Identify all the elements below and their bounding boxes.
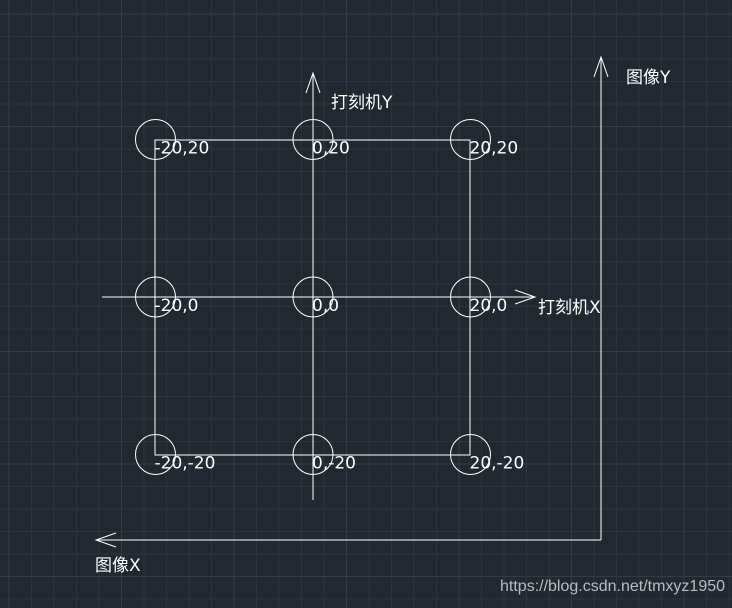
point-circle (135, 434, 176, 475)
point-circle (135, 276, 176, 318)
printer-y-axis (305, 71, 321, 500)
calibration-points: -20,20 0,20 20,20 -20,0 0,0 20,0 -20,-20 0,-20 2… (135, 119, 525, 475)
calibration-point: 20,0 (450, 276, 508, 318)
calibration-point: -20,20 (135, 119, 210, 160)
point-label: 0,0 (312, 296, 339, 316)
printer-x-label: 打刻机X (538, 298, 601, 318)
calibration-point: 20,-20 (450, 434, 525, 475)
point-circle (292, 276, 334, 318)
calibration-point: 0,0 (292, 276, 339, 318)
calibration-point: -20,-20 (135, 434, 216, 475)
point-circle (450, 434, 491, 475)
point-label: 20,0 (470, 296, 508, 316)
printer-y-arrowhead (305, 71, 321, 94)
calibration-point: -20,0 (135, 276, 199, 318)
calibration-point: 0,20 (292, 119, 350, 160)
point-label: 20,-20 (470, 454, 525, 474)
watermark-url: https://blog.csdn.net/tmxyz1950 (500, 578, 726, 595)
point-circle (135, 119, 176, 160)
image-axes (94, 55, 609, 548)
point-label: 20,20 (470, 139, 519, 159)
image-y-arrowhead (593, 55, 609, 78)
point-label: 0,-20 (312, 454, 356, 474)
calibration-point: 20,20 (450, 119, 519, 160)
printer-x-axis (102, 289, 537, 305)
calibration-point: 0,-20 (292, 434, 356, 475)
point-label: -20,0 (155, 296, 199, 316)
image-x-label: 图像X (95, 556, 141, 576)
printer-y-label: 打刻机Y (331, 93, 393, 113)
image-y-label: 图像Y (626, 68, 671, 88)
printer-x-arrowhead (514, 289, 537, 305)
point-label: -20,-20 (155, 454, 216, 474)
point-circle (292, 434, 334, 475)
point-circle (450, 276, 491, 318)
point-label: 0,20 (312, 139, 350, 159)
point-circle (292, 119, 334, 160)
image-x-arrowhead (94, 532, 117, 548)
point-circle (450, 119, 491, 160)
point-label: -20,20 (155, 139, 210, 159)
